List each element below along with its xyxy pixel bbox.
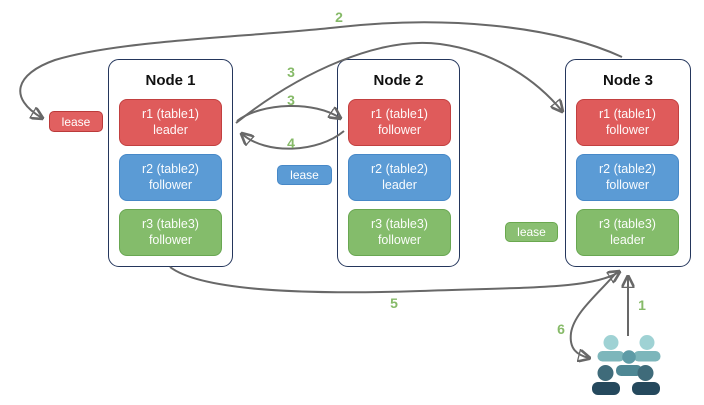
range-name: r3 (table3) [142,216,199,231]
node-3-range-r2: r2 (table2) follower [576,154,679,201]
node-1-range-r2: r2 (table2) follower [119,154,222,201]
node-1-range-r3: r3 (table3) follower [119,209,222,256]
node-2: Node 2 r1 (table1) follower r2 (table2) … [337,59,460,267]
range-name: r1 (table1) [599,106,656,121]
node-3-title: Node 3 [602,72,653,89]
arrow-step-5-node1-to-node3 [169,266,619,294]
step-label-1: 1 [638,297,646,313]
node-1-title: Node 1 [145,72,196,89]
range-role: follower [605,177,650,192]
range-role: leader [153,122,188,137]
node-2-title: Node 2 [373,72,424,89]
node-3: Node 3 r1 (table1) follower r2 (table2) … [565,59,691,267]
range-role: follower [377,232,422,247]
lease-tag-r3: lease [505,222,558,242]
range-role: follower [605,122,650,137]
range-name: r1 (table1) [371,106,428,121]
node-3-range-r1: r1 (table1) follower [576,99,679,146]
node-1: Node 1 r1 (table1) leader r2 (table2) fo… [108,59,233,267]
range-role: follower [148,177,193,192]
range-role: follower [148,232,193,247]
node-2-range-r2: r2 (table2) leader [348,154,451,201]
lease-tag-r1: lease [49,111,103,132]
node-2-range-r1: r1 (table1) follower [348,99,451,146]
step-label-2: 2 [335,9,343,25]
range-role: follower [377,122,422,137]
range-name: r2 (table2) [142,161,199,176]
range-name: r3 (table3) [371,216,428,231]
users-group-icon [592,335,661,395]
step-label-6: 6 [557,321,565,337]
step-label-5: 5 [390,295,398,311]
range-role: leader [382,177,417,192]
range-name: r2 (table2) [371,161,428,176]
range-role: leader [610,232,645,247]
range-name: r2 (table2) [599,161,656,176]
step-label-3a: 3 [287,64,295,80]
step-label-3b: 3 [287,92,295,108]
node-3-range-r3: r3 (table3) leader [576,209,679,256]
step-label-4: 4 [287,135,295,151]
range-name: r3 (table3) [599,216,656,231]
lease-tag-r2: lease [277,165,332,185]
node-2-range-r3: r3 (table3) follower [348,209,451,256]
arrow-step-3-node1-to-node2 [236,104,340,122]
range-name: r1 (table1) [142,106,199,121]
node-1-range-r1: r1 (table1) leader [119,99,222,146]
